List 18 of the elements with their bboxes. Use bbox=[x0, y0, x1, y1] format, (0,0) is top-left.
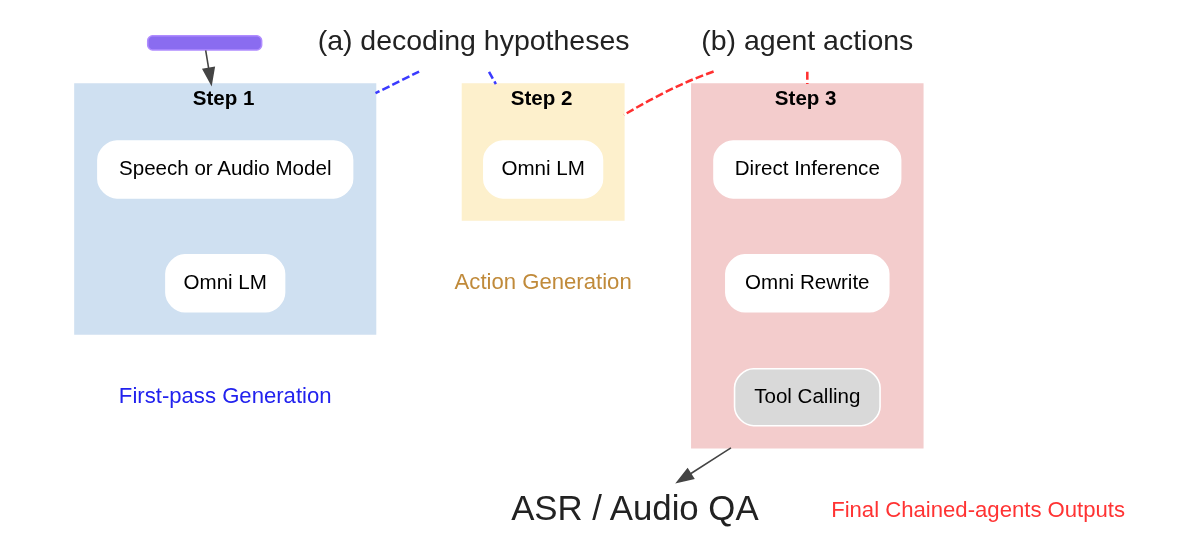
arrow bbox=[201, 49, 215, 87]
node-box: Speech or Audio Model bbox=[96, 140, 353, 199]
node-bar bbox=[146, 35, 262, 51]
node-box: Tool Calling bbox=[733, 367, 881, 427]
node-box: Omni LM bbox=[482, 140, 603, 199]
node-box: Omni LM bbox=[164, 254, 285, 313]
node-label: Final Chained-agents Outputs bbox=[830, 496, 1125, 522]
node-text: (a) decoding hypotheses bbox=[317, 23, 629, 56]
node-text: (b) agent actions bbox=[700, 23, 913, 56]
connector bbox=[805, 71, 809, 85]
node-text: ASR / Audio QA bbox=[510, 488, 759, 527]
node-label: First-pass Generation bbox=[118, 383, 332, 409]
arrow bbox=[674, 447, 732, 484]
node-label: Action Generation bbox=[454, 269, 632, 295]
connector bbox=[487, 71, 497, 85]
connector bbox=[374, 70, 420, 95]
node-box: Direct Inference bbox=[712, 140, 901, 199]
node-box: Omni Rewrite bbox=[724, 254, 890, 313]
